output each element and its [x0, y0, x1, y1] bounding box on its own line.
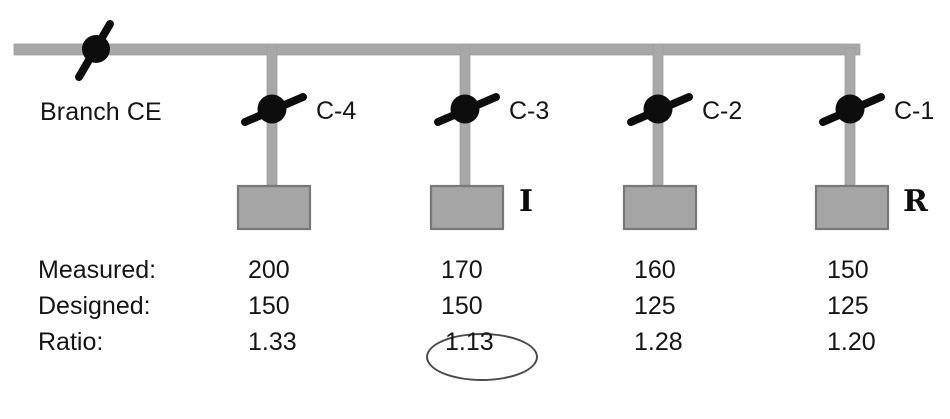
- feeder-label-c2: C-2: [702, 97, 743, 125]
- schematic-svg: [13, 20, 890, 231]
- row-label-measured: Measured:: [38, 256, 157, 284]
- row-label-ratio: Ratio:: [38, 328, 104, 356]
- cell-measured-c1: 150: [827, 256, 869, 284]
- cell-designed-c2: 125: [634, 292, 676, 320]
- main-bus-conductor: [13, 43, 861, 56]
- switch-icon-c1[interactable]: [819, 93, 885, 126]
- branch-ce-label: Branch CE: [40, 98, 162, 126]
- switch-icon-c3[interactable]: [434, 93, 500, 126]
- ratio-highlight-ellipse: [426, 333, 538, 381]
- schematic-area: Branch CE C-4 C-3 C-2 C-1 I R: [13, 20, 935, 231]
- load-box-c4: [236, 184, 312, 231]
- feeder-label-c4: C-4: [316, 97, 357, 125]
- cell-ratio-c3: 1.13: [445, 328, 494, 356]
- feeder-label-c1: C-1: [894, 97, 935, 125]
- cell-measured-c2: 160: [634, 256, 676, 284]
- cell-ratio-c1: 1.20: [827, 328, 876, 356]
- load-letter-c3: I: [519, 184, 534, 219]
- load-letter-c1: R: [903, 184, 928, 219]
- load-box-c3: [429, 184, 505, 231]
- feeder-label-c3: C-3: [509, 97, 550, 125]
- cell-measured-c4: 200: [248, 256, 290, 284]
- cell-ratio-c4: 1.33: [248, 328, 297, 356]
- branch-ce-switch-icon[interactable]: [75, 20, 114, 81]
- row-label-designed: Designed:: [38, 292, 151, 320]
- cell-designed-c1: 125: [827, 292, 869, 320]
- load-box-c1: [814, 184, 890, 231]
- cell-measured-c3: 170: [441, 256, 483, 284]
- cell-designed-c4: 150: [248, 292, 290, 320]
- cell-designed-c3: 150: [441, 292, 483, 320]
- switch-icon-c4[interactable]: [241, 93, 307, 126]
- values-table: Measured: Designed: Ratio: 200 170 160 1…: [0, 252, 950, 381]
- load-box-c2: [622, 184, 698, 231]
- cell-ratio-c2: 1.28: [634, 328, 683, 356]
- switch-icon-c2[interactable]: [627, 93, 693, 126]
